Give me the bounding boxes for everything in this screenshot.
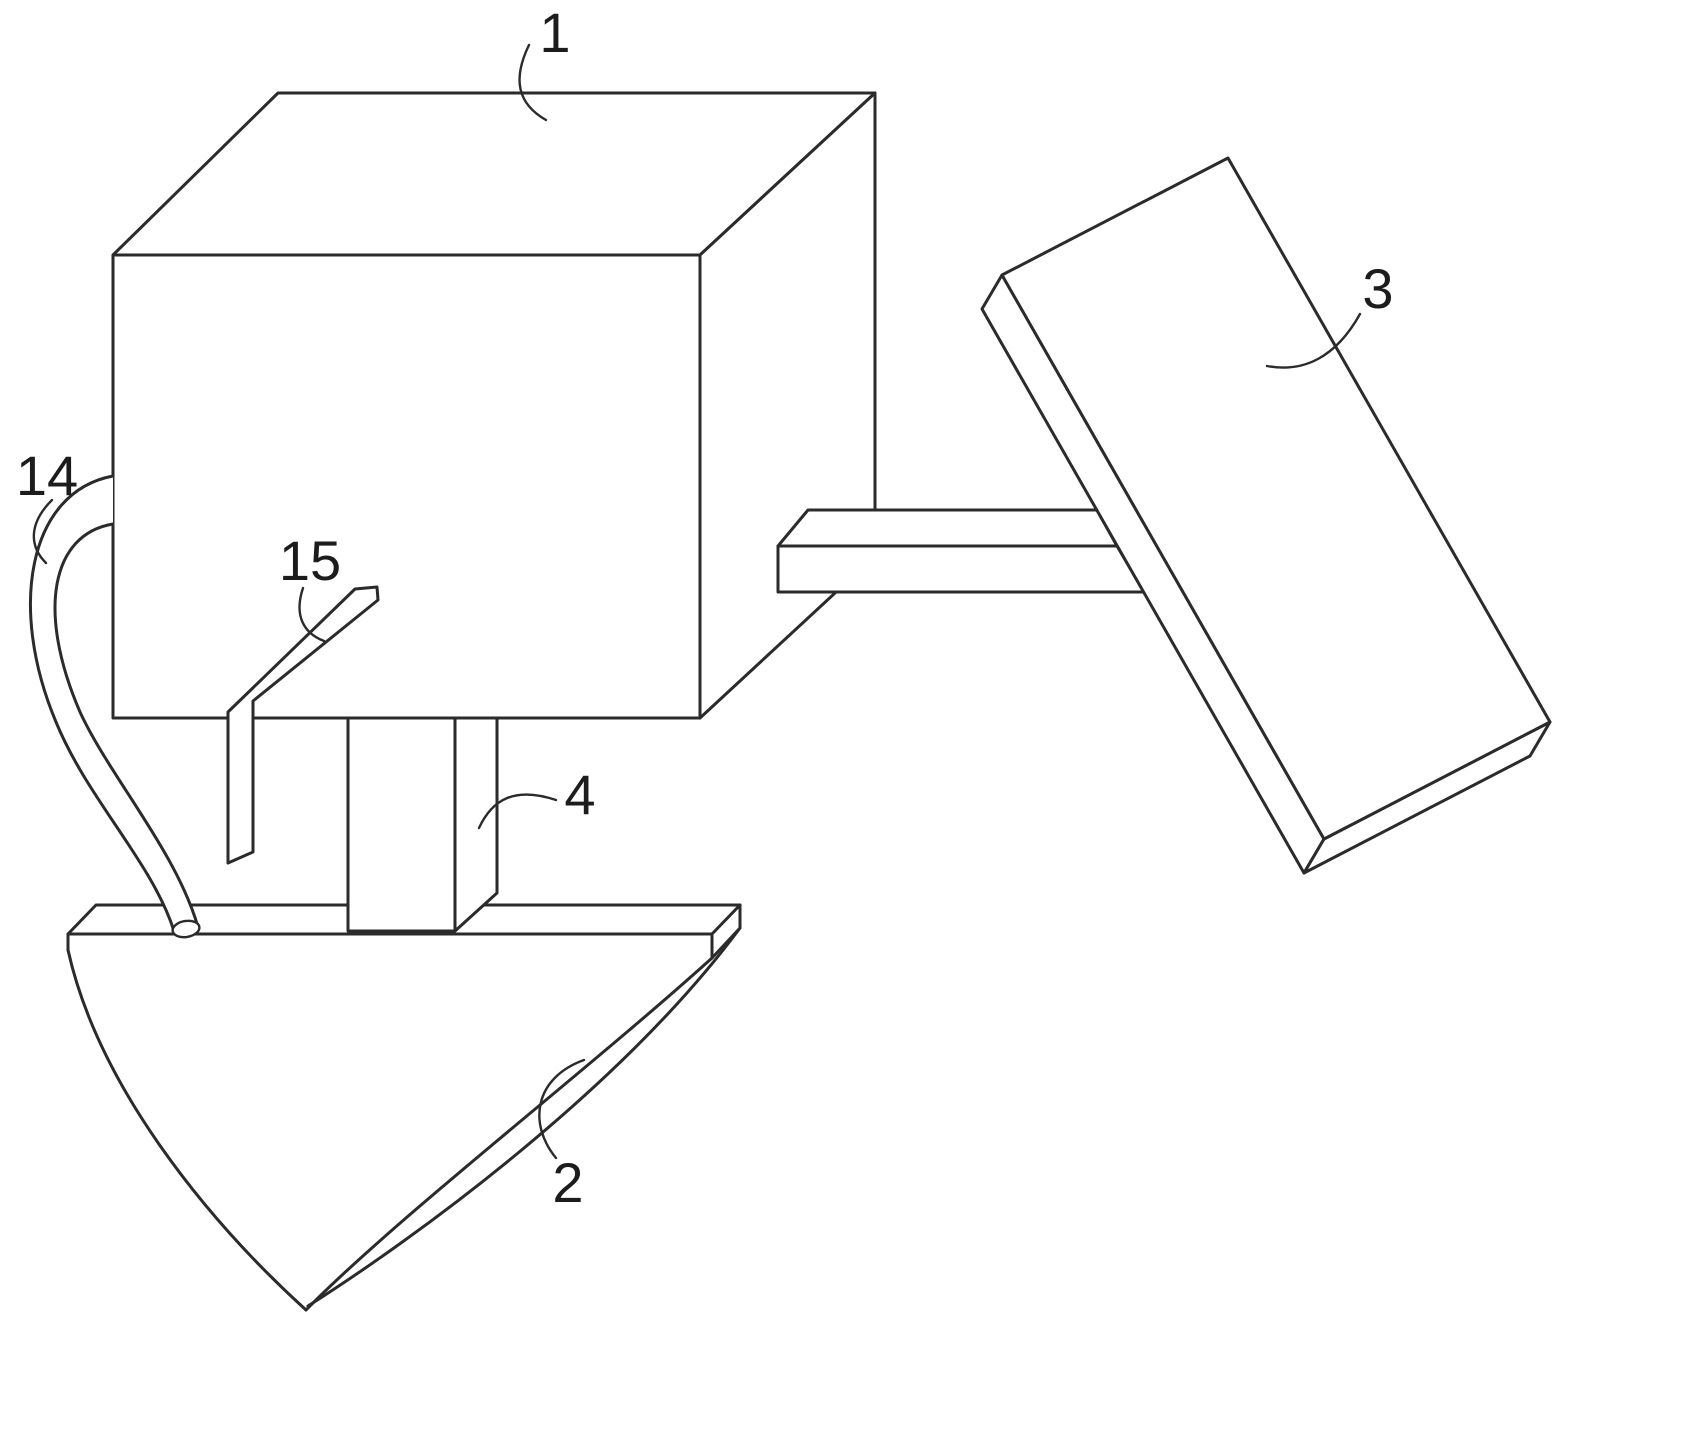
label-blade: 15 <box>279 529 341 592</box>
side-tube <box>28 474 201 939</box>
leader-line-3 <box>1265 312 1362 369</box>
base-cone-left-curve <box>66 948 308 1312</box>
leader-line-2 <box>538 1058 586 1160</box>
leader-line-15 <box>298 586 326 643</box>
blade-outline <box>226 585 380 865</box>
label-panel: 3 <box>1362 257 1393 320</box>
beam-top-face <box>776 508 1119 548</box>
support-column <box>346 716 499 933</box>
beam-front-face <box>776 544 1146 594</box>
main-box <box>111 91 877 720</box>
leader-lines <box>32 43 1362 1160</box>
tilted-panel <box>980 156 1552 875</box>
column-side-face <box>453 716 499 933</box>
base-cone-right-back-curve <box>306 926 742 1308</box>
leader-line-14 <box>32 498 54 565</box>
label-column: 4 <box>564 763 595 826</box>
support-beam <box>776 508 1146 594</box>
panel-main-face <box>1000 156 1552 841</box>
leader-line-4 <box>477 793 558 830</box>
label-tube: 14 <box>16 444 78 507</box>
leader-line-1 <box>518 43 548 122</box>
label-box: 1 <box>539 1 570 64</box>
column-front-face <box>346 716 457 933</box>
reference-labels: 1 2 3 4 14 15 <box>16 1 1394 1214</box>
front-blade <box>226 585 380 865</box>
label-base: 2 <box>552 1151 583 1214</box>
tube-opening <box>171 919 201 939</box>
box-front-face <box>111 253 702 720</box>
base-cone-right-front-curve <box>304 956 714 1312</box>
tube-inner-wall <box>53 522 200 929</box>
tube-outer-wall <box>28 474 176 933</box>
pointed-base <box>66 903 742 1312</box>
base-plate-right-cap <box>710 903 742 960</box>
